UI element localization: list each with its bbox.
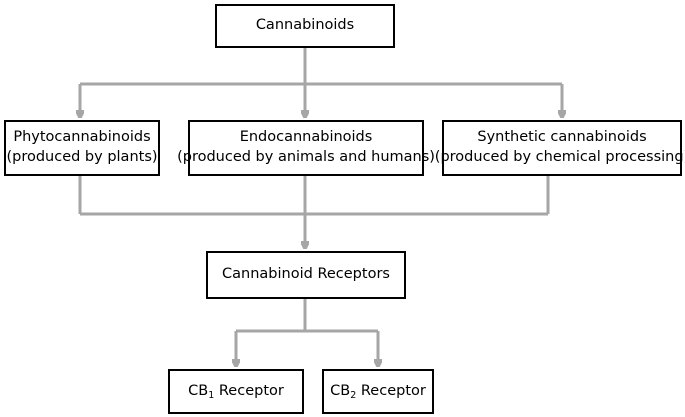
cb2-prefix: CB <box>330 382 351 399</box>
phytocannabinoids-name: Phytocannabinoids <box>13 129 151 146</box>
phytocannabinoids-box: Phytocannabinoids (produced by plants) <box>4 120 160 176</box>
synthetic-cannabinoids-box: Synthetic cannabinoids (produced by chem… <box>435 120 685 176</box>
cannabinoids-box: Cannabinoids <box>215 4 395 48</box>
cb2-receptor-box: CB2 Receptor <box>322 369 434 414</box>
cb2-receptor-label: CB2 Receptor <box>330 382 426 402</box>
synthetic-cannabinoids-source: (produced by chemical processing) <box>434 149 685 165</box>
cannabinoids-label: Cannabinoids <box>255 17 355 34</box>
cb1-subscript: 1 <box>208 389 215 401</box>
cb2-suffix: Receptor <box>356 382 426 399</box>
cb1-receptor-label: CB1 Receptor <box>188 382 284 402</box>
cb1-suffix: Receptor <box>214 382 284 399</box>
phytocannabinoids-source: (produced by plants) <box>6 149 158 165</box>
cb1-receptor-box: CB1 Receptor <box>168 369 304 414</box>
endocannabinoids-box: Endocannabinoids (produced by animals an… <box>177 120 435 176</box>
cannabinoid-receptors-box: Cannabinoid Receptors <box>206 251 406 299</box>
cb2-subscript: 2 <box>350 389 357 401</box>
synthetic-cannabinoids-name: Synthetic cannabinoids <box>477 129 647 146</box>
endocannabinoids-name: Endocannabinoids <box>239 129 373 146</box>
endocannabinoids-source: (produced by animals and humans) <box>177 149 435 165</box>
cannabinoid-receptors-label: Cannabinoid Receptors <box>222 266 390 283</box>
cb1-prefix: CB <box>188 382 209 399</box>
